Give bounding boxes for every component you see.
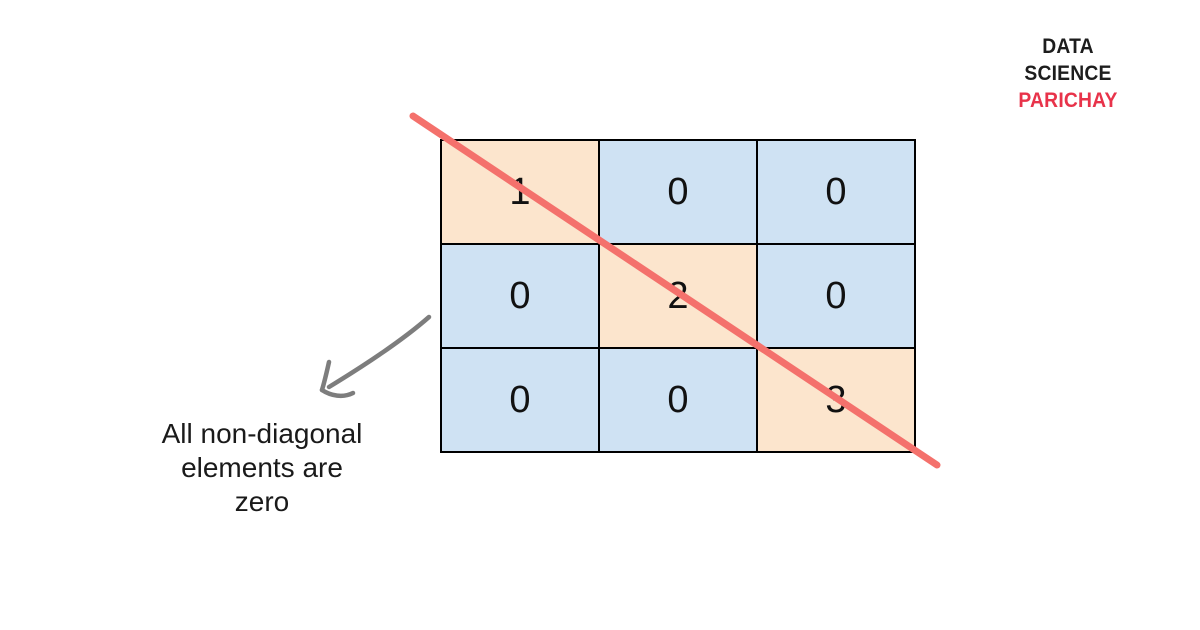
matrix-cell-2-0: 0 [441,348,599,452]
caption-text: All non-diagonal elements are zero [132,417,392,519]
matrix-cell-0-2: 0 [757,140,915,244]
caption-line-1: All non-diagonal [161,418,363,449]
curved-arrow-icon [319,314,432,399]
brand-logo: DATA SCIENCE PARICHAY [1005,33,1130,114]
matrix-cell-2-2: 3 [757,348,915,452]
matrix-cell-1-2: 0 [757,244,915,348]
matrix-cell-1-0: 0 [441,244,599,348]
caption-line-3: zero [234,486,290,517]
matrix-cell-0-0: 1 [441,140,599,244]
matrix-cell-0-1: 0 [599,140,757,244]
brand-line-parichay: PARICHAY [1018,89,1118,112]
brand-line-data-science: DATA SCIENCE [1024,35,1112,85]
matrix-cell-1-1: 2 [599,244,757,348]
matrix-cell-2-1: 0 [599,348,757,452]
matrix-grid: 1 0 0 0 2 0 0 0 3 [440,139,916,453]
caption-line-2: elements are [181,452,343,483]
